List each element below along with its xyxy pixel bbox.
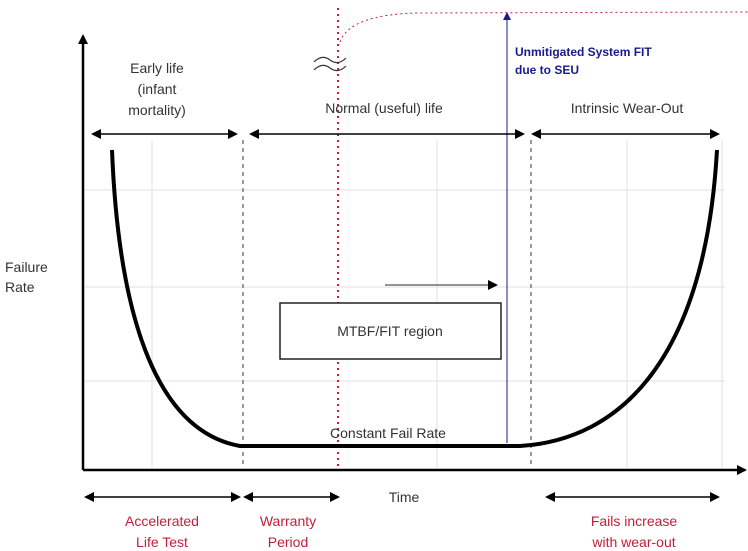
y-axis-label: Rate — [5, 279, 35, 295]
early-life-label: mortality) — [128, 102, 186, 118]
x-axis-label: Time — [389, 489, 420, 505]
accelerated-life-test-label: Accelerated — [125, 513, 199, 529]
y-axis-label: Failure — [5, 259, 48, 275]
accelerated-life-test-label: Life Test — [136, 534, 188, 550]
warranty-period-label: Warranty — [260, 513, 316, 529]
seu-label-line2: due to SEU — [515, 63, 579, 77]
wear-out-label: Intrinsic Wear-Out — [571, 100, 684, 116]
bathtub-curve — [110, 149, 719, 448]
early-life-label: Early life — [130, 60, 184, 76]
warranty-period-label: Period — [268, 534, 308, 550]
fails-increase-label: with wear-out — [591, 534, 675, 550]
seu-label-line1: Unmitigated System FIT — [515, 45, 652, 59]
seu-dotted-curve — [339, 11, 748, 43]
normal-life-label: Normal (useful) life — [325, 100, 443, 116]
early-life-label: (infant — [138, 81, 177, 97]
fails-increase-label: Fails increase — [591, 513, 678, 529]
mtbf-fit-box — [279, 302, 502, 360]
break-symbol-icon — [313, 56, 347, 72]
constant-fail-rate-label: Constant Fail Rate — [330, 425, 446, 441]
mtbf-fit-label: MTBF/FIT region — [337, 323, 443, 339]
